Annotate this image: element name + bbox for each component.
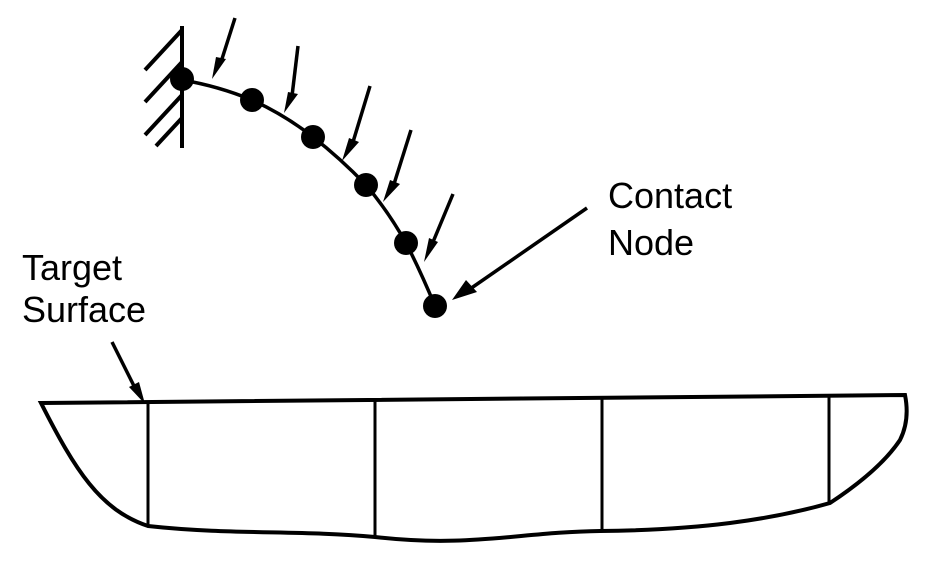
load-arrow [290,45,300,97]
target-surface-label-line1: Target [22,247,122,288]
contact-node-label: Contact Node [608,175,742,263]
contact-node-arrow [469,206,588,291]
beam-node [170,67,194,91]
arrowhead [452,280,477,300]
contact-node-label-line1: Contact [608,175,732,216]
arrowhead [424,238,438,262]
load-arrow [351,85,372,143]
load-arrow [219,17,237,63]
beam-curve [181,78,437,307]
support-hatch [154,116,184,148]
arrowheads [129,57,477,404]
load-arrow [431,193,455,243]
support-hatch [143,60,184,104]
beam-nodes [170,67,447,318]
target-surface-label: Target Surface [22,247,146,330]
target-surface-label-line2: Surface [22,289,146,330]
support-hatch [143,28,184,72]
beam-node [301,125,325,149]
load-arrows [219,17,455,243]
arrowhead [129,382,145,404]
beam-node [240,88,264,112]
load-arrow [392,129,413,185]
element-dividers [146,396,831,537]
target-body-outline [37,392,909,543]
beam-node [394,231,418,255]
target-surface-arrow [110,341,136,387]
arrowhead [212,57,226,79]
contact-node [423,294,447,318]
support-hatch [143,93,184,137]
beam-node [354,173,378,197]
arrowhead [383,180,400,202]
arrowhead [284,92,298,113]
arrowhead [342,138,359,161]
contact-node-label-line2: Node [608,222,694,263]
